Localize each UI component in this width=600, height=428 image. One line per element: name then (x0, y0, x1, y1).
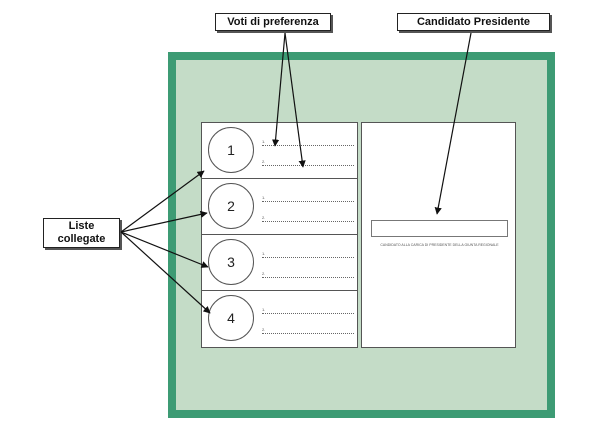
list-symbol-circle: 2 (208, 183, 254, 229)
list-row: 4 1. 2. (202, 291, 357, 347)
preference-line: 2. (262, 159, 354, 166)
list-row: 1 1. 2. (202, 123, 357, 179)
callout-liste-line1: Liste (68, 220, 95, 233)
callout-candidato-presidente: Candidato Presidente (397, 13, 550, 31)
list-symbol-circle: 4 (208, 295, 254, 341)
list-row: 2 1. 2. (202, 179, 357, 235)
callout-voti-di-preferenza: Voti di preferenza (215, 13, 331, 31)
callout-voti-label: Voti di preferenza (227, 15, 319, 28)
list-symbol-circle: 3 (208, 239, 254, 285)
preference-line: 2. (262, 271, 354, 278)
candidate-name-box (371, 220, 508, 237)
list-symbol-circle: 1 (208, 127, 254, 173)
callout-candidato-label: Candidato Presidente (416, 15, 531, 28)
preference-line: 1. (262, 307, 354, 314)
callout-liste-line2: collegate (57, 233, 106, 245)
candidate-panel: CANDIDATO ALLA CARICA DI PRESIDENTE DELL… (361, 122, 516, 348)
preference-line: 1. (262, 251, 354, 258)
preference-line: 2. (262, 327, 354, 334)
list-row: 3 1. 2. (202, 235, 357, 291)
linked-lists-panel: 1 1. 2. 2 1. 2. 3 1. 2. 4 1. 2. (201, 122, 358, 348)
preference-line: 1. (262, 139, 354, 146)
preference-line: 1. (262, 195, 354, 202)
preference-line: 2. (262, 215, 354, 222)
callout-liste-collegate: Liste collegate (43, 218, 120, 248)
candidate-caption: CANDIDATO ALLA CARICA DI PRESIDENTE DELL… (380, 243, 499, 247)
